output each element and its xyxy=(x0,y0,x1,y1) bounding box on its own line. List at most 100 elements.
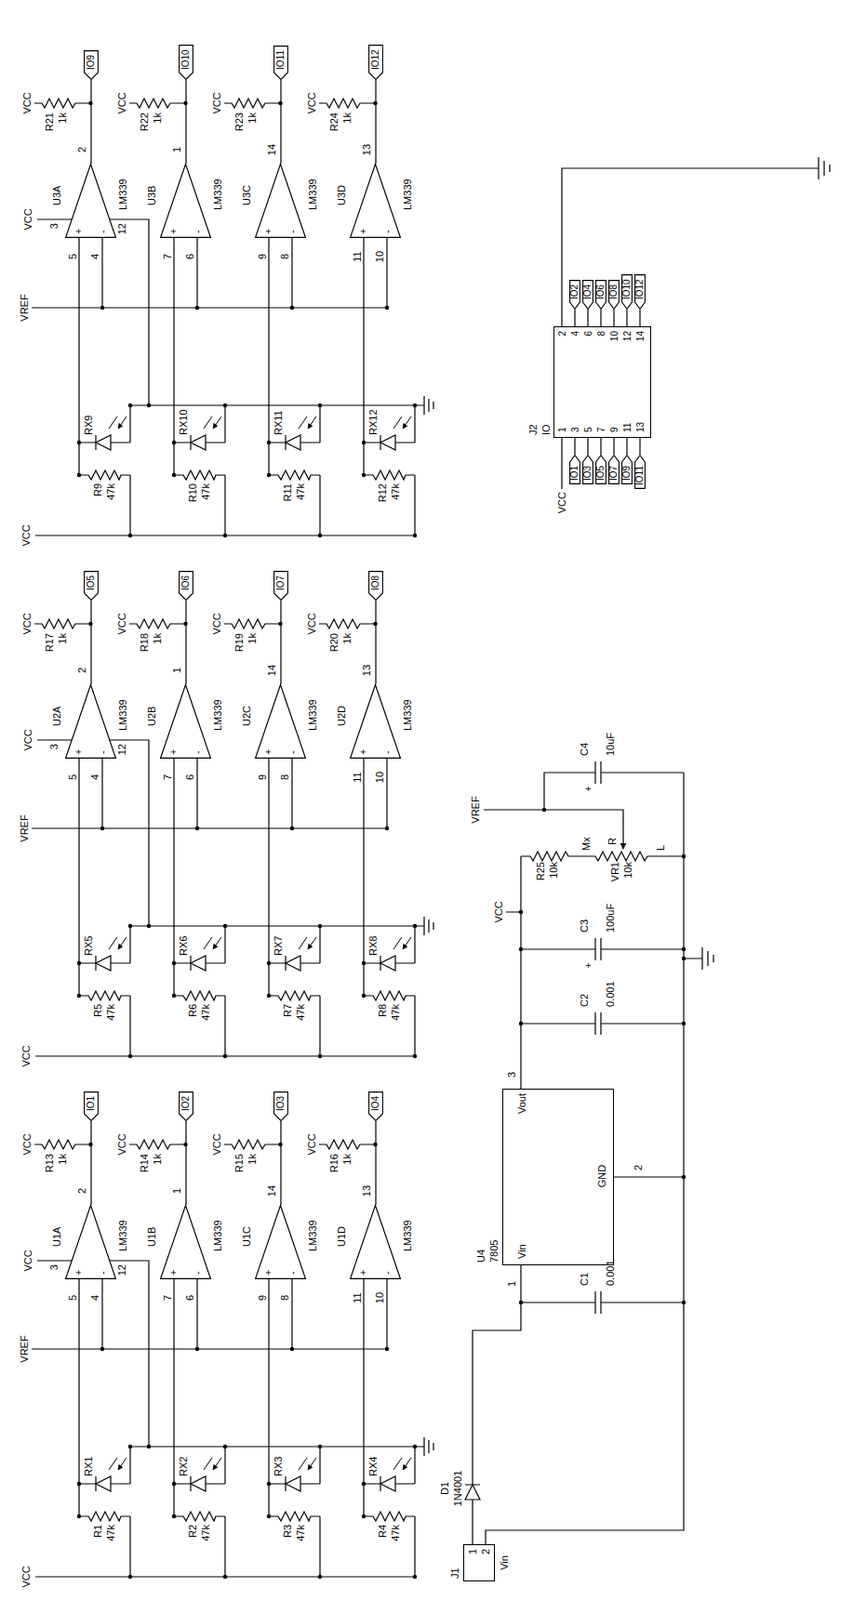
comparator-text: LM339 xyxy=(212,1220,224,1253)
schematic-label: Vin xyxy=(498,1556,510,1572)
schematic-label: 8 xyxy=(279,1295,291,1302)
schematic-label: 14 xyxy=(266,665,278,677)
port-shape xyxy=(583,280,594,310)
port-flag: IO12 xyxy=(368,44,384,80)
schematic-label: R23 xyxy=(233,112,245,132)
schematic-label: 10uF xyxy=(604,733,616,757)
comparator-text: - xyxy=(96,229,108,234)
comparator-text: LM339 xyxy=(306,178,319,211)
port-flag: IO6 xyxy=(595,279,607,310)
comparator-triangle xyxy=(66,685,117,760)
comparator-text: LM339 xyxy=(306,1220,319,1253)
schematic-label: VCC xyxy=(22,729,34,751)
schematic-label: 8 xyxy=(279,253,291,260)
port-name: IO1 xyxy=(569,466,581,481)
schematic-label: 2 xyxy=(632,1165,644,1172)
schematic-label: 4 xyxy=(89,1295,101,1302)
comparator-triangle xyxy=(255,164,307,239)
comparator-text: + xyxy=(262,1270,274,1277)
schematic-label: 47k xyxy=(294,1004,307,1022)
port-flag: IO11 xyxy=(273,45,289,80)
comparator-text: U2C xyxy=(240,706,253,727)
schematic-label: R4 xyxy=(376,1525,388,1539)
component-text: Vin xyxy=(516,1244,528,1260)
comparator-text: LM339 xyxy=(212,178,224,211)
comparator-text: U3B xyxy=(146,186,158,206)
schematic-label: 0.001 xyxy=(604,1260,616,1287)
power-supply-wires xyxy=(472,761,714,1546)
port-name: IO12 xyxy=(634,279,646,300)
schematic-label: 7 xyxy=(161,1295,174,1302)
signal-wire xyxy=(374,79,376,164)
schematic-label: R22 xyxy=(138,112,150,132)
schematic-label: 13 xyxy=(360,1186,373,1198)
port-flag: IO4 xyxy=(368,1092,384,1122)
schematic-label: 12 xyxy=(116,1265,128,1277)
schematic-label: R9 xyxy=(92,483,104,497)
schematic-label: R19 xyxy=(233,633,245,653)
schematic-label: RX8 xyxy=(367,936,379,957)
schematic-label: 6 xyxy=(184,253,196,260)
schematic-label: D1 xyxy=(439,1482,451,1496)
comparator-text: U2D xyxy=(335,706,347,727)
schematic-label: R xyxy=(606,838,618,846)
schematic-label: R16 xyxy=(328,1154,340,1173)
port-name: IO3 xyxy=(582,466,594,481)
comparator-group xyxy=(31,1140,434,1580)
connector-box: J112 xyxy=(463,1545,495,1583)
junction-dot xyxy=(681,957,686,961)
signal-wire xyxy=(90,1121,92,1206)
comparator-text: LM339 xyxy=(117,1220,129,1253)
signal-wire xyxy=(599,309,601,327)
component-text: 12 xyxy=(622,331,634,342)
port-flag: IO7 xyxy=(273,571,289,601)
port-shape xyxy=(622,455,633,485)
comparator-text: + xyxy=(72,1270,84,1277)
schematic-label: 1 xyxy=(506,1281,518,1288)
comparator-text: U3D xyxy=(335,185,347,206)
comparator-text: + xyxy=(357,228,369,235)
comparator-group xyxy=(31,98,434,538)
schematic-label: 1k xyxy=(56,633,68,645)
schematic-label: VCC xyxy=(211,613,223,635)
comparator-triangle xyxy=(255,1206,307,1280)
junction-dot xyxy=(519,1022,523,1027)
schematic-label: 5 xyxy=(66,1295,79,1302)
comparator-text: - xyxy=(381,229,393,234)
port-shape xyxy=(635,275,646,310)
schematic-label: + xyxy=(582,786,594,792)
signal-wire xyxy=(626,309,627,327)
regulator-box: U47805VinVoutGND xyxy=(502,1089,614,1267)
comparator-text: - xyxy=(286,229,298,234)
port-name: IO4 xyxy=(370,1096,382,1112)
schematic-label: RX5 xyxy=(82,936,94,957)
signal-wire xyxy=(639,438,640,455)
comparator-text: U1B xyxy=(146,1227,158,1248)
schematic-label: 10 xyxy=(373,1292,386,1305)
schematic-label: R15 xyxy=(233,1154,245,1173)
signal-wire xyxy=(599,438,601,455)
schematic-label: Mx xyxy=(580,837,592,852)
component-text: 3 xyxy=(570,426,582,433)
schematic-label: 2 xyxy=(76,146,88,153)
port-shape xyxy=(178,45,193,80)
schematic-label: VREF xyxy=(18,293,30,321)
port-flag: IO3 xyxy=(273,1092,289,1122)
component-text: J2 xyxy=(527,424,539,436)
port-flag: IO11 xyxy=(634,454,646,490)
schematic-label: RX2 xyxy=(177,1457,189,1478)
schematic-label: R10 xyxy=(186,483,199,503)
comparator-text: U1A xyxy=(51,1227,63,1248)
port-shape xyxy=(596,455,607,485)
schematic-label: VCC xyxy=(306,92,318,114)
port-flag: IO2 xyxy=(178,1092,194,1122)
port-shape xyxy=(609,455,620,485)
port-name: IO6 xyxy=(595,284,607,300)
port-name: IO5 xyxy=(595,466,607,481)
signal-wire xyxy=(185,79,187,164)
comparator-text: LM339 xyxy=(401,699,414,732)
schematic-label: 47k xyxy=(294,1525,307,1543)
component-text: 2 xyxy=(557,331,569,337)
port-shape xyxy=(368,1092,383,1122)
